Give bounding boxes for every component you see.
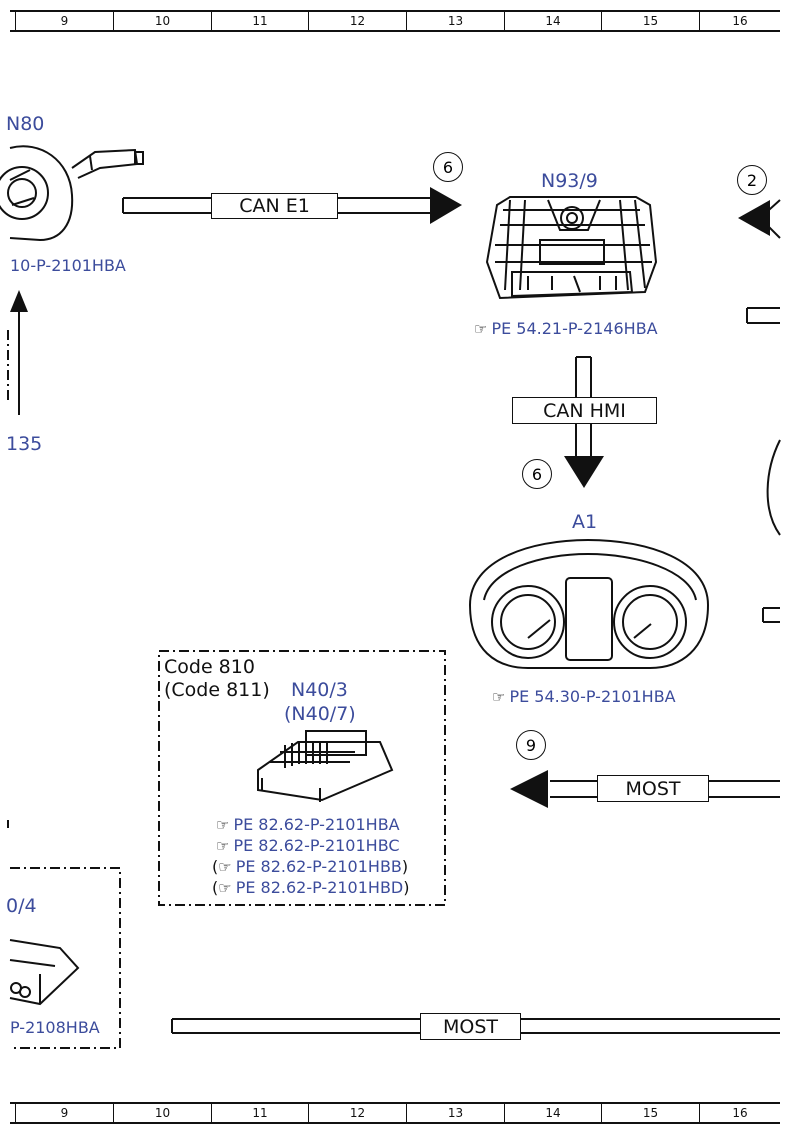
ruler-cell: 16 <box>699 1104 780 1122</box>
instrument-cluster-icon <box>468 538 710 669</box>
reference-n40-2[interactable]: ☞PE 82.62-P-2101HBC <box>216 836 400 855</box>
n93-9-module-icon <box>485 196 658 300</box>
pointing-hand-icon: ☞ <box>216 816 230 834</box>
reference-n40-3[interactable]: (☞PE 82.62-P-2101HBB) <box>212 857 409 876</box>
bottom-ruler: 9 10 11 12 13 14 15 16 <box>10 1102 780 1124</box>
marker-2: 2 <box>737 165 767 195</box>
component-label-n40-4: 0/4 <box>6 895 37 917</box>
bus-label-can-e1: CAN E1 <box>211 193 338 219</box>
marker-9: 9 <box>516 730 546 760</box>
reference-n40-4-module[interactable]: P-2108HBA <box>10 1018 100 1037</box>
bus-label-most-right: MOST <box>597 775 709 802</box>
component-label-n40-3: N40/3 <box>291 679 348 701</box>
reference-text: PE 82.62-P-2101HBC <box>233 836 400 855</box>
ruler-cell: 13 <box>406 12 504 30</box>
bus-label-most-bottom: MOST <box>420 1013 521 1040</box>
ruler-cell: 12 <box>308 12 406 30</box>
pointing-hand-icon: ☞ <box>216 837 230 855</box>
reference-text: PE 54.30-P-2101HBA <box>509 687 676 706</box>
pointing-hand-icon: ☞ <box>474 320 488 338</box>
reference-text: P-2108HBA <box>10 1018 100 1037</box>
component-label-n93-9: N93/9 <box>541 170 598 192</box>
ruler-cell: 14 <box>504 12 601 30</box>
marker-6-middle: 6 <box>522 459 552 489</box>
bus-label-can-hmi: CAN HMI <box>512 397 657 424</box>
marker-6-top: 6 <box>433 152 463 182</box>
code-810-label: Code 810 <box>164 656 255 678</box>
reference-n40-4[interactable]: (☞PE 82.62-P-2101HBD) <box>212 878 410 897</box>
component-label-135: 135 <box>6 433 43 455</box>
top-ruler: 9 10 11 12 13 14 15 16 <box>10 10 780 32</box>
n40-4-module-icon <box>9 939 80 1006</box>
reference-text: PE 82.62-P-2101HBB <box>235 857 402 876</box>
ruler-cell: 11 <box>211 1104 308 1122</box>
pointing-hand-icon: ☞ <box>218 858 232 876</box>
reference-n40-1[interactable]: ☞PE 82.62-P-2101HBA <box>216 815 400 834</box>
ruler-cell: 10 <box>113 12 211 30</box>
ruler-cell: 12 <box>308 1104 406 1122</box>
code-811-label: (Code 811) <box>164 679 270 701</box>
ruler-cell: 16 <box>699 12 780 30</box>
component-label-n80: N80 <box>6 113 45 135</box>
reference-text: PE 54.21-P-2146HBA <box>491 319 658 338</box>
ruler-cell: 15 <box>601 1104 699 1122</box>
pointing-hand-icon: ☞ <box>218 879 232 897</box>
pointing-hand-icon: ☞ <box>492 688 506 706</box>
ruler-cell: 9 <box>15 1104 113 1122</box>
ruler-cell: 15 <box>601 12 699 30</box>
ruler-cell: 9 <box>15 12 113 30</box>
steering-module-icon <box>0 145 144 242</box>
component-label-n40-7: (N40/7) <box>284 703 356 725</box>
reference-text: PE 82.62-P-2101HBA <box>233 815 400 834</box>
ruler-cell: 10 <box>113 1104 211 1122</box>
reference-text: 10-P-2101HBA <box>10 256 126 275</box>
ruler-cell: 13 <box>406 1104 504 1122</box>
component-label-a1: A1 <box>572 511 598 533</box>
reference-text: PE 82.62-P-2101HBD <box>235 878 404 897</box>
ruler-cell: 11 <box>211 12 308 30</box>
ruler-cell: 14 <box>504 1104 601 1122</box>
reference-n93-9[interactable]: ☞PE 54.21-P-2146HBA <box>474 319 658 338</box>
reference-a1[interactable]: ☞PE 54.30-P-2101HBA <box>492 687 676 706</box>
n40-3-module-icon <box>257 730 394 802</box>
reference-n80[interactable]: 10-P-2101HBA <box>10 256 126 275</box>
